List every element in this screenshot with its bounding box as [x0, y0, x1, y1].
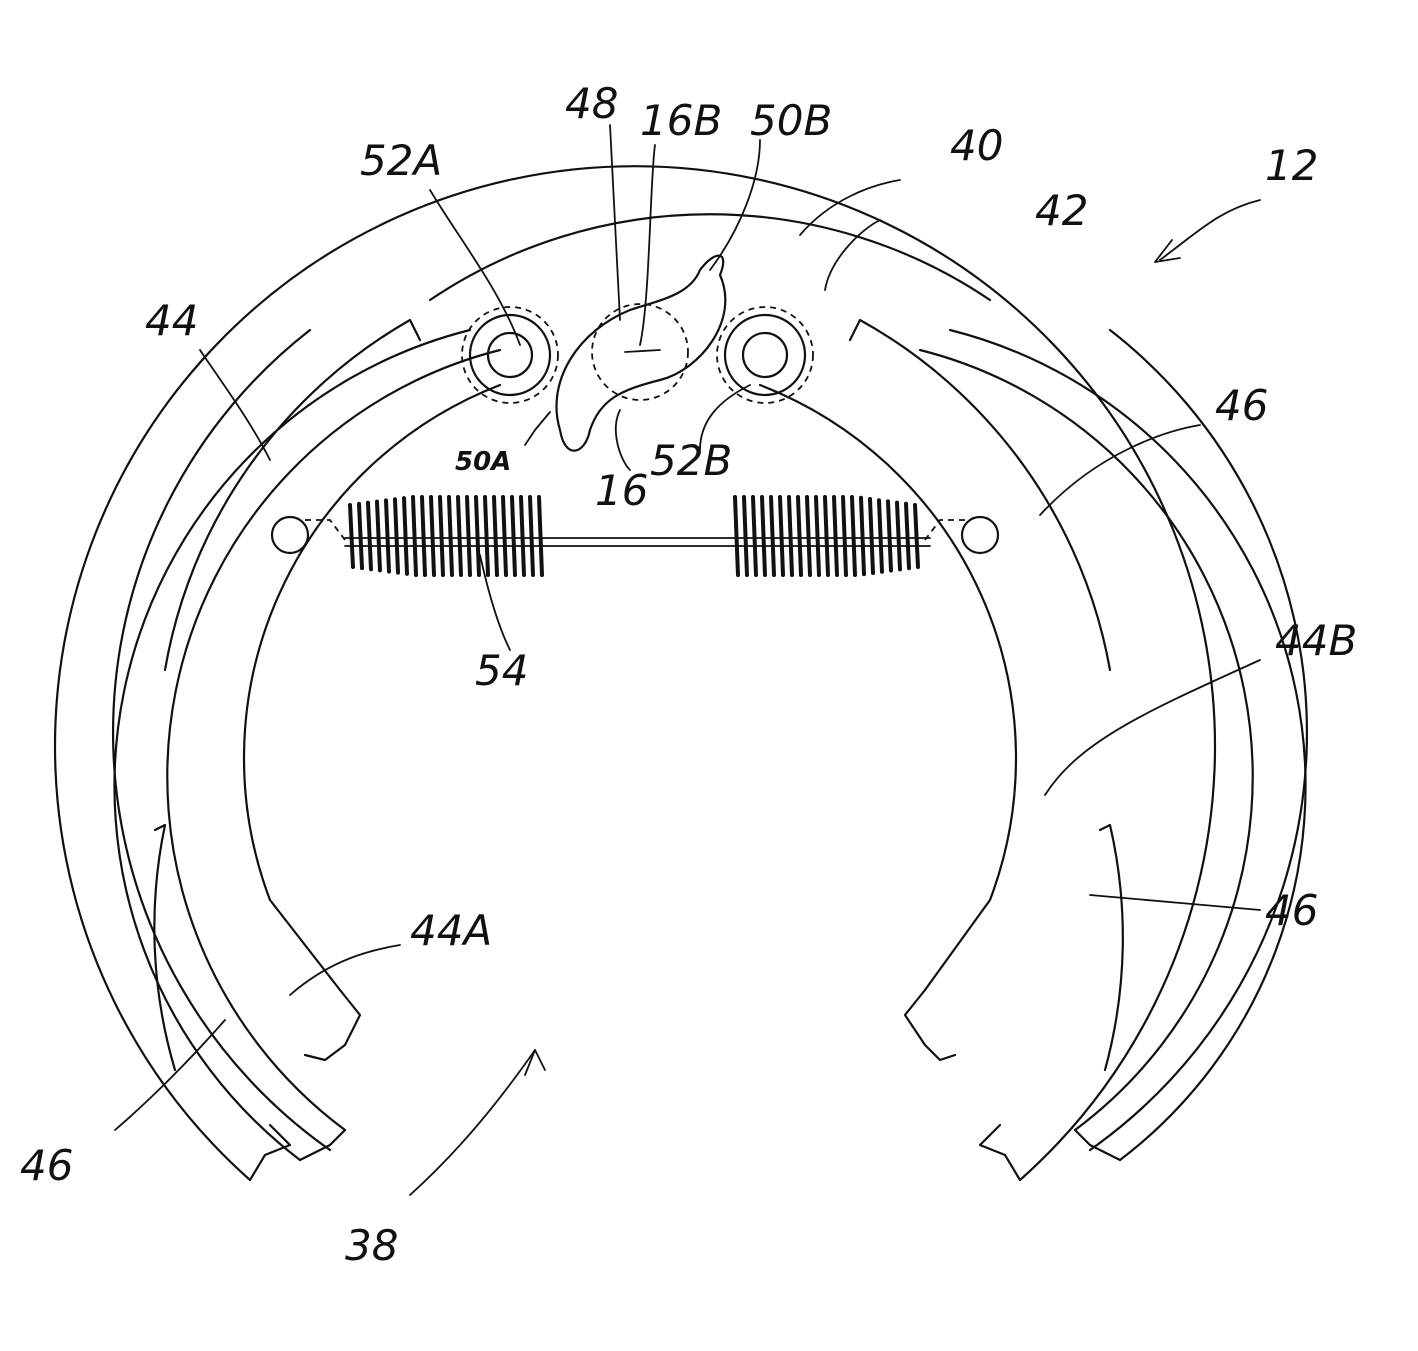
roller-52B — [717, 307, 813, 403]
spring-anchor-right — [925, 517, 998, 553]
label-44A: 44A — [410, 906, 492, 955]
label-52B: 52B — [650, 436, 732, 485]
label-46-right-lower: 46 — [1265, 886, 1318, 935]
cam-48 — [556, 256, 725, 451]
label-16: 16 — [595, 466, 648, 515]
brake-shoe-44A — [114, 320, 500, 1160]
label-50A: 50A — [455, 447, 511, 477]
brake-shoe-44B — [760, 320, 1306, 1160]
label-46-right-upper: 46 — [1215, 381, 1268, 430]
spring-anchor-left — [272, 517, 345, 553]
label-50B: 50B — [750, 96, 832, 145]
label-16B: 16B — [640, 96, 722, 145]
backing-plate-40 — [55, 166, 1307, 1180]
label-40: 40 — [950, 121, 1003, 170]
label-44: 44 — [145, 296, 198, 345]
spring-coil-left — [350, 497, 542, 575]
label-12: 12 — [1265, 141, 1318, 190]
spring-coil-right — [735, 497, 918, 575]
label-44B: 44B — [1275, 616, 1357, 665]
label-54: 54 — [475, 646, 528, 695]
label-46-left-lower: 46 — [20, 1141, 73, 1190]
reference-labels: 12 40 42 48 16B 50B 52A 50A 16 52B 44 46… — [20, 79, 1357, 1270]
label-38: 38 — [345, 1221, 398, 1270]
label-52A: 52A — [360, 136, 442, 185]
label-48: 48 — [565, 79, 618, 128]
label-42: 42 — [1035, 186, 1088, 235]
